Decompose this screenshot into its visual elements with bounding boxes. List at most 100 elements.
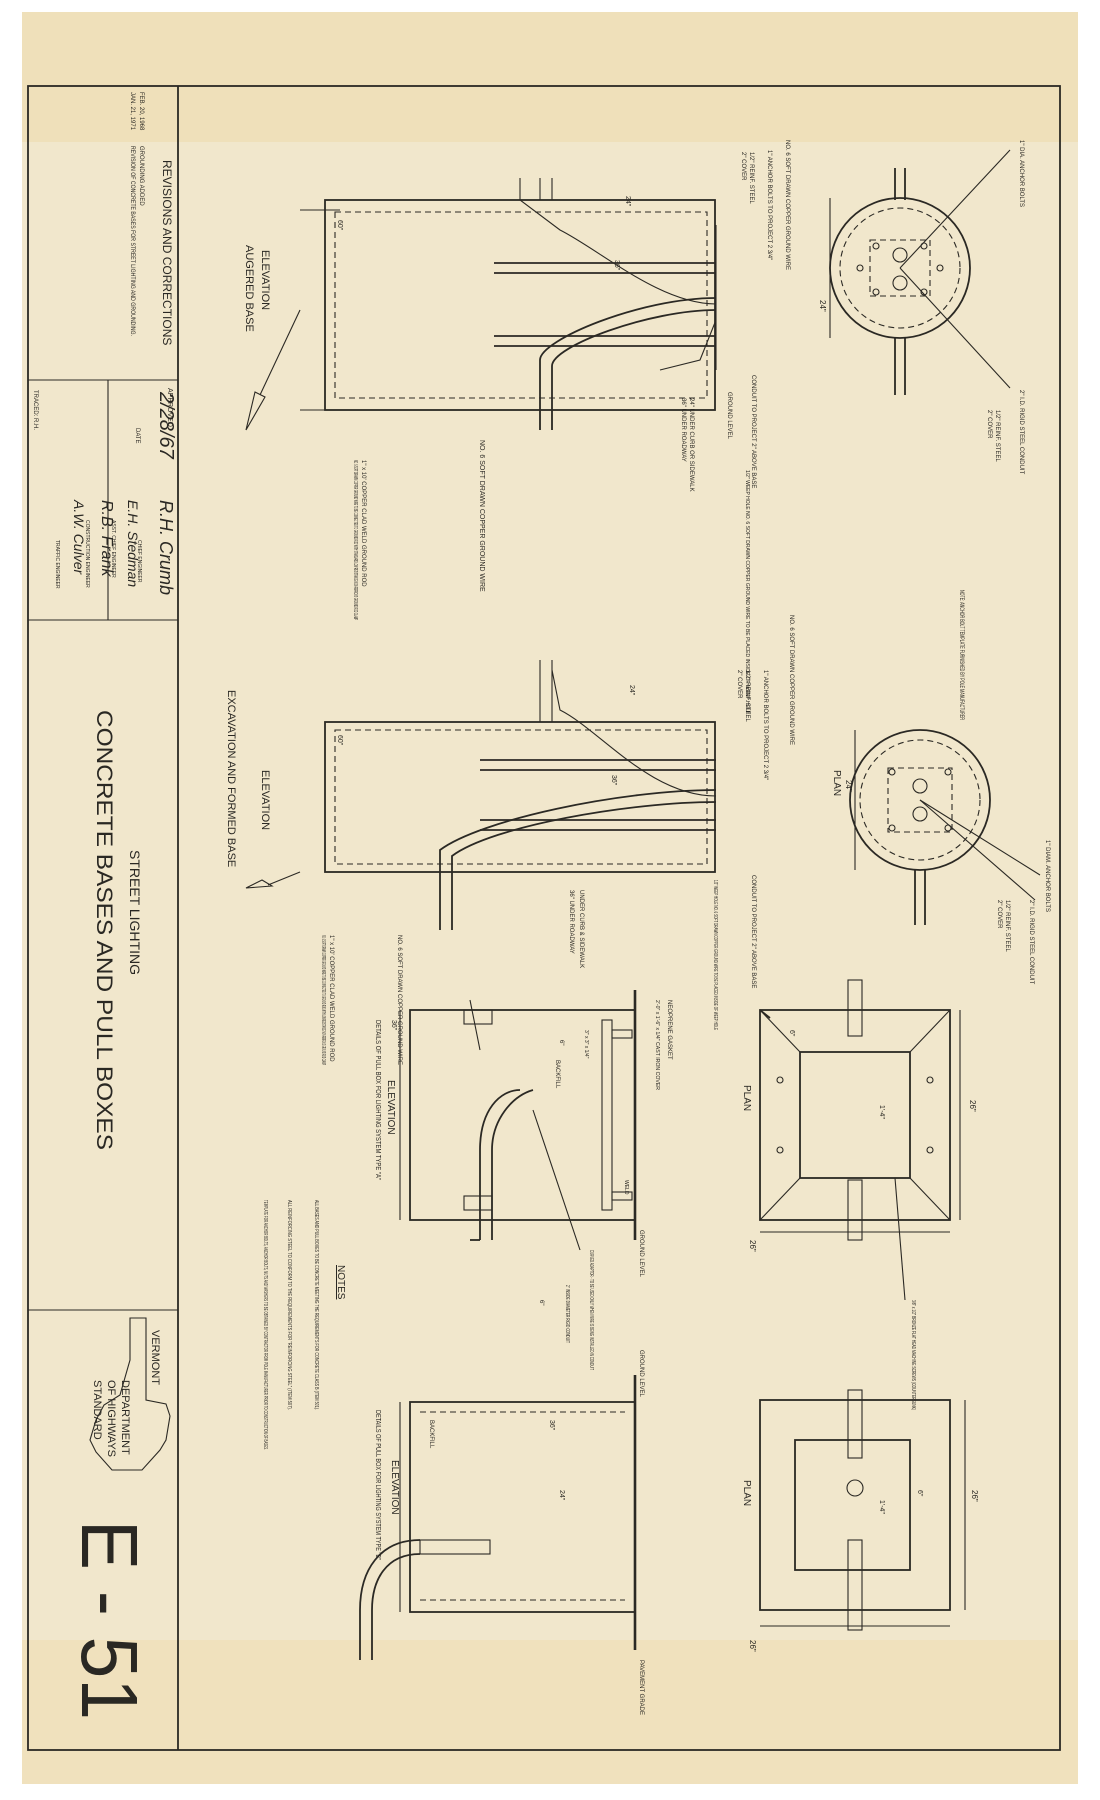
signature-chief-engineer: R.H. Crumb bbox=[156, 500, 176, 595]
pullbox-b-plan-dim-inner: 1'-4" bbox=[878, 1500, 885, 1514]
pullbox-b-dim-6: 6" bbox=[538, 1300, 544, 1305]
department-block: VERMONT DEPARTMENT OF HIGHWAYS STANDARD bbox=[89, 1317, 171, 1471]
pullbox-a-plan-dim-wall: 6" bbox=[788, 1030, 795, 1037]
title-asst-chief: ASST. CHIEF ENGINEER bbox=[110, 520, 116, 578]
vermont-state-outline bbox=[89, 1317, 171, 1471]
augered-elevation: NO. 6 SOFT DRAWN COPPER GROUND WIRE 1" A… bbox=[243, 140, 790, 715]
pullbox-a-title: DETAILS OF PULL BOX FOR LIGHTING SYSTEM … bbox=[374, 1020, 381, 1180]
pullbox-b-elevation-title: ELEVATION bbox=[389, 1460, 400, 1515]
pullbox-a-label-cover: 2'-0" x 1'-6" x 1/4" CAST IRON COVER bbox=[654, 1000, 660, 1090]
paper-stain bbox=[22, 12, 1078, 142]
pullbox-a-elevation-title: ELEVATION bbox=[385, 1080, 396, 1135]
title-construction: CONSTRUCTION ENGINEER bbox=[84, 520, 90, 588]
formed-plan-label-bolts: 1" DIAM. ANCHOR BOLTS bbox=[1044, 840, 1050, 912]
augered-elev-dim-24: 24" bbox=[624, 196, 631, 207]
augered-elev-label-ground: GROUND LEVEL bbox=[726, 392, 732, 440]
department-line2: OF HIGHWAYS bbox=[105, 1380, 117, 1457]
revision-text-1: GROUNDING ADDED bbox=[138, 146, 144, 206]
augered-elevation-title: ELEVATION bbox=[259, 250, 271, 310]
augered-base-title: AUGERED BASE bbox=[243, 245, 255, 332]
pullbox-a-plan-dim-outer: 26" bbox=[968, 1100, 977, 1112]
approval-block: APPROVED 2/28/67 DATE TRACED: R.H. R.H. … bbox=[32, 388, 177, 595]
augered-elev-label-clamp: NO. 6 SOFT DRAWN COPPER GROUND WIRE TO B… bbox=[352, 460, 358, 620]
pullbox-a-label-angle: 3" x 3" x 1/4" bbox=[583, 1030, 589, 1059]
pullbox-b-plan-dim-outer: 26" bbox=[970, 1490, 979, 1502]
formed-elev-dim-36: 36" bbox=[610, 775, 617, 786]
formed-plan-note: NOTE: ANCHOR BOLT TEMPLATE FURNISHED BY … bbox=[958, 590, 964, 720]
formed-elev-label-road: 36" UNDER ROADWAY bbox=[568, 890, 574, 954]
department-state: VERMONT bbox=[149, 1330, 161, 1385]
pullbox-b-elevation: 36" 24" 6" GROUND LEVEL PAVEMENT GRADE B… bbox=[359, 1300, 644, 1715]
augered-elev-label-steel: 1/2" REINF. STEEL bbox=[748, 152, 754, 204]
augered-plan-label-cover: 2" COVER bbox=[986, 410, 992, 439]
formed-plan-label-conduit: 2" I.D. RIGID STEEL CONDUIT bbox=[1028, 900, 1034, 985]
formed-elev-label-rod: 1" x 10' COPPER CLAD WELD GROUND ROD bbox=[328, 935, 334, 1062]
approval-date-label: DATE bbox=[134, 428, 140, 444]
revisions-heading: REVISIONS AND CORRECTIONS bbox=[160, 160, 174, 345]
signature-construction: R.B. Frank bbox=[98, 500, 115, 577]
drawing-title: STREET LIGHTING CONCRETE BASES AND PULL … bbox=[92, 710, 143, 1150]
formed-plan-title: PLAN bbox=[831, 770, 842, 796]
approved-label: APPROVED bbox=[166, 388, 173, 427]
pullbox-a-dim-36: 36" bbox=[390, 1020, 397, 1031]
pullbox-a-plan: 26" 26" 1'-4" 6" PLAN 3/8" x 1/2" BRONZE… bbox=[741, 979, 977, 1410]
formed-elev-label-clamp: NO. 6 SOFT DRAWN COPPER GROUND WIRE TO B… bbox=[320, 935, 326, 1065]
revisions-block: REVISIONS AND CORRECTIONS FEB. 20, 1968 … bbox=[129, 92, 174, 345]
pullbox-a-label-adaptor: CURVED ADAPTOR - TO BE USED ONLY WHEN WI… bbox=[588, 1250, 594, 1370]
formed-plan-label-steel: 1/2" REINF. STEEL bbox=[1004, 900, 1010, 952]
augered-elev-label-curb: 24" UNDER CURB OR SIDEWALK bbox=[688, 398, 694, 492]
title-traffic: TRAFFIC ENGINEER bbox=[54, 540, 60, 589]
formed-elev-label-conduit: CONDUIT TO PROJECT 2" ABOVE BASE bbox=[750, 875, 756, 988]
pullbox-b-dim-36: 36" bbox=[548, 1420, 555, 1431]
formed-elev-label-curb: UNDER CURB & SIDEWALK bbox=[578, 890, 584, 968]
sheet-number: E - 51 bbox=[65, 1520, 154, 1720]
sheet-border bbox=[27, 85, 1061, 1751]
formed-elev-label-bolts: 1" ANCHOR BOLTS TO PROJECT 2 3/4" bbox=[762, 670, 768, 780]
drawing-subtitle: STREET LIGHTING bbox=[127, 850, 143, 975]
formed-elev-dim-24: 24" bbox=[628, 685, 635, 696]
augered-elev-label-cover: 2" COVER bbox=[740, 152, 746, 181]
formed-elevation-title: ELEVATION bbox=[259, 770, 271, 830]
augered-plan-dim: 24" bbox=[818, 300, 827, 312]
title-block: REVISIONS AND CORRECTIONS FEB. 20, 1968 … bbox=[28, 86, 179, 1750]
pullbox-a-elevation: 36" 6" 3" x 3" x 1/4" NEOPRENE GASKET 2'… bbox=[374, 990, 672, 1370]
title-chief-engineer: CHIEF ENGINEER bbox=[136, 540, 142, 583]
formed-plan: 24" PLAN 1" DIAM. ANCHOR BOLTS 2" I.D. R… bbox=[831, 590, 1050, 985]
augered-elev-label-bolts: 1" ANCHOR BOLTS TO PROJECT 2 3/4" bbox=[766, 150, 772, 260]
pullbox-b-plan-title: PLAN bbox=[741, 1480, 752, 1506]
formed-elev-label-cover: 2" COVER bbox=[736, 670, 742, 699]
approval-date: 2/28/67 bbox=[155, 391, 177, 460]
augered-elev-label-road: 36" UNDER ROADWAY bbox=[680, 398, 686, 462]
note-3: TEMPLATE FOR ANCHOR BOLTS, ANCHOR BOLTS,… bbox=[262, 1200, 268, 1450]
pullbox-b-plan: 26" 26" 1'-4" 6" PLAN bbox=[741, 1389, 979, 1652]
notes-heading: NOTES bbox=[335, 1265, 346, 1300]
formed-base-title: EXCAVATION AND FORMED BASE bbox=[225, 690, 237, 867]
pullbox-b-plan-dim-outer-2: 26" bbox=[748, 1640, 757, 1652]
notes-block: NOTES ALL BASES AND PULL BOXES TO BE CON… bbox=[262, 1200, 346, 1450]
formed-plan-dim: 24" bbox=[844, 780, 853, 792]
pullbox-a-dim-6: 6" bbox=[558, 1040, 564, 1045]
pullbox-b-label-ground: GROUND LEVEL bbox=[638, 1350, 644, 1398]
signature-traffic: A.W. Culver bbox=[71, 499, 87, 575]
augered-plan-label-steel: 1/2" REINF. STEEL bbox=[994, 410, 1000, 462]
formed-elevation: NO. 6 SOFT DRAWN COPPER GROUND WIRE 1" A… bbox=[225, 615, 794, 1065]
pullbox-b-title: DETAILS OF PULL BOX FOR LIGHTING SYSTEM … bbox=[374, 1410, 381, 1560]
revision-date-2: JAN. 21, 1971 bbox=[129, 92, 135, 131]
pullbox-a-label-conduit: 2" INSIDE DIAMETER RIGID CONDUIT bbox=[564, 1285, 570, 1343]
pullbox-a-label-backfill: BACKFILL bbox=[554, 1060, 560, 1089]
formed-elev-label-wire2: NO. 6 SOFT DRAWN COPPER GROUND WIRE bbox=[396, 935, 402, 1065]
drawing-main-title: CONCRETE BASES AND PULL BOXES bbox=[92, 710, 117, 1150]
augered-elev-label-weep: 1/2" WEEP HOLE NO. 6 SOFT DRAWN COPPER G… bbox=[744, 470, 750, 715]
note-2: ALL REINFORCING STEEL TO CONFORM TO THE … bbox=[286, 1200, 292, 1410]
revision-text-2: REVISION OF CONCRETE BASES FOR STREET LI… bbox=[129, 146, 135, 336]
pullbox-a-label-weld: WELD bbox=[623, 1180, 629, 1195]
pullbox-a-label-ground: GROUND LEVEL bbox=[638, 1230, 644, 1278]
augered-elev-label-conduit: CONDUIT TO PROJECT 2" ABOVE BASE bbox=[750, 375, 756, 488]
department-line3: STANDARD bbox=[91, 1380, 103, 1440]
augered-elev-label-wire: NO. 6 SOFT DRAWN COPPER GROUND WIRE bbox=[784, 140, 790, 270]
signature-asst-chief: E.H. Stedman bbox=[125, 500, 141, 587]
paper bbox=[22, 12, 1078, 1784]
revision-date-1: FEB. 20, 1968 bbox=[138, 92, 144, 131]
formed-elev-label-steel: 1/2" REINF. STEEL bbox=[744, 670, 750, 722]
